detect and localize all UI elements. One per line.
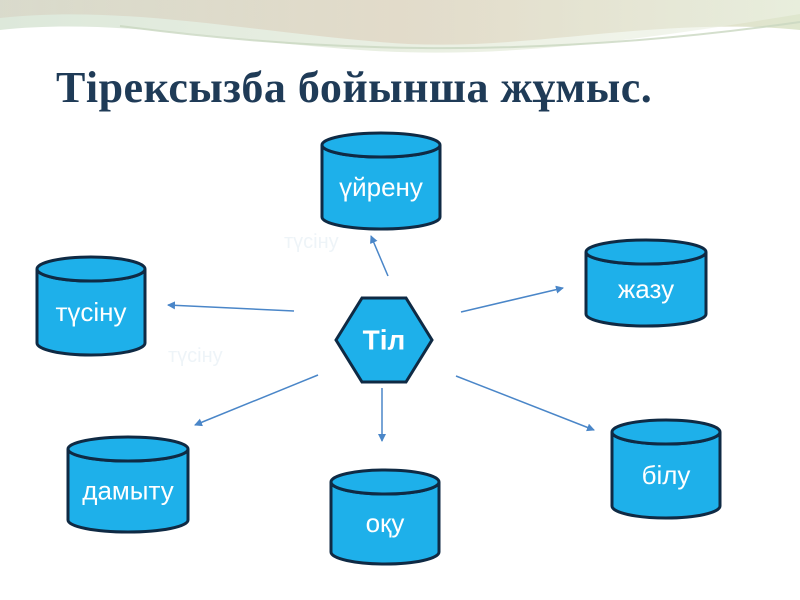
header-decoration — [0, 0, 800, 53]
center-label: Тіл — [363, 324, 406, 355]
cylinder-top — [329, 468, 441, 496]
arrow-to-damytu — [194, 374, 319, 427]
cylinder-top — [66, 435, 190, 463]
arrow-to-tusinu — [167, 301, 295, 312]
node-oku: оқу — [329, 468, 441, 566]
node-damytu: дамыту — [66, 435, 190, 534]
center-hexagon — [334, 296, 434, 384]
ghost-text-lower: түсіну — [168, 345, 223, 367]
node-label-tusinu: түсіну — [55, 297, 126, 327]
cylinder-top — [584, 238, 708, 266]
page-title: Тірексызба бойынша жұмыс. — [56, 63, 653, 112]
node-label-damytu: дамыту — [82, 475, 173, 505]
arrow-to-uirenu — [370, 235, 389, 277]
node-label-bilu: білу — [642, 460, 691, 490]
cylinder-top — [610, 418, 722, 446]
node-bilu: білу — [610, 418, 722, 520]
cylinder-top — [35, 255, 147, 283]
cylinder-top — [320, 131, 442, 159]
node-label-uirenu: үйрену — [339, 172, 423, 202]
node-uirenu: үйрену — [320, 131, 442, 231]
connector-arrows — [167, 235, 595, 442]
node-zhazu: жазу — [584, 238, 708, 328]
center-node: Тіл — [334, 296, 434, 384]
node-tusinu: түсіну — [35, 255, 147, 357]
arrow-to-bilu — [455, 375, 595, 432]
node-label-oku: оқу — [366, 508, 405, 538]
header-wave-front — [0, 0, 800, 53]
arrow-to-zhazu — [460, 285, 564, 313]
ghost-text-upper: түсіну — [284, 231, 339, 253]
header-wave-line — [119, 21, 800, 50]
diagram-nodes: үйрену жазу білу оқу дамыту түсіну — [35, 131, 722, 566]
node-label-zhazu: жазу — [618, 274, 674, 304]
